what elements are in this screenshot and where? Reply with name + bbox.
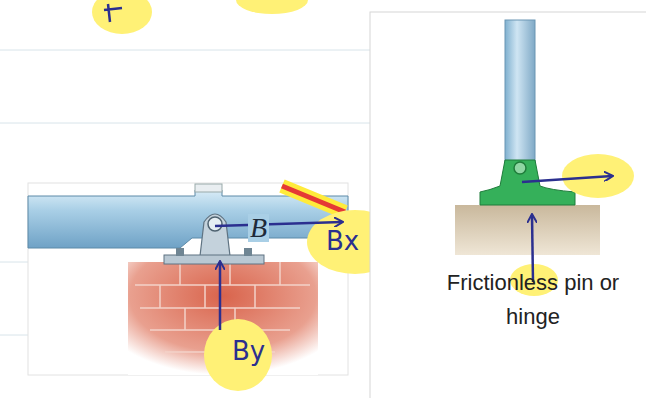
force-component: By [232,338,265,364]
point-label: B [248,214,269,242]
support-caption: Frictionless pin or hinge [438,266,628,334]
force-component: Bx [326,228,359,254]
